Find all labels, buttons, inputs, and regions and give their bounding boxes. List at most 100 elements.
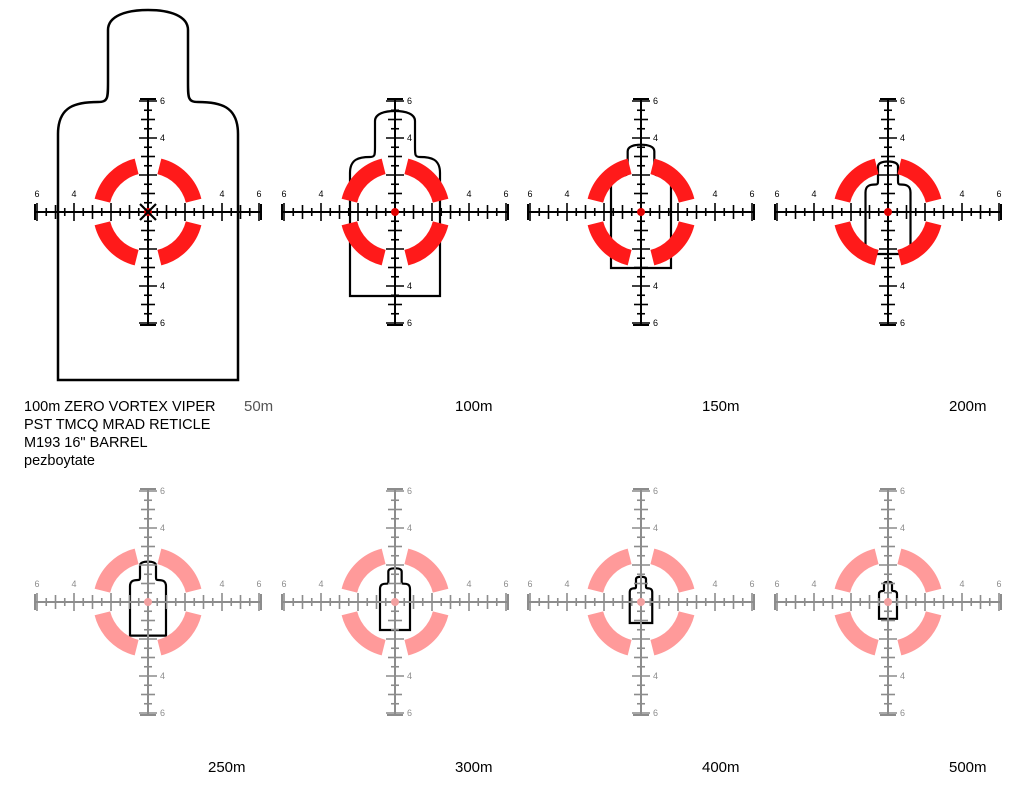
center-dot-100m <box>391 208 399 216</box>
mil-label-50m: 6 <box>160 96 165 106</box>
mil-label-100m: 6 <box>503 189 508 199</box>
ring-segment-500m-3 <box>897 548 942 593</box>
mil-label-200m: 6 <box>900 96 905 106</box>
ring-segment-200m-0 <box>897 221 942 266</box>
mil-label-100m: 4 <box>466 189 471 199</box>
ring-segment-200m-3 <box>897 158 942 203</box>
distance-label-500m: 500m <box>949 759 987 776</box>
ring-segment-300m-0 <box>404 611 449 656</box>
mil-label-250m: 4 <box>219 579 224 589</box>
distance-label-200m: 200m <box>949 398 987 415</box>
targets-layer <box>56 8 912 637</box>
ring-segment-300m-2 <box>341 548 386 593</box>
mil-label-400m: 6 <box>653 486 658 496</box>
ring-segment-150m-0 <box>650 221 695 266</box>
ring-segment-200m-2 <box>834 158 879 203</box>
mil-label-200m: 4 <box>811 189 816 199</box>
center-dot-400m <box>637 598 645 606</box>
mil-label-500m: 4 <box>900 671 905 681</box>
mil-label-300m: 4 <box>466 579 471 589</box>
center-dot-500m <box>884 598 892 606</box>
mil-label-150m: 6 <box>749 189 754 199</box>
mil-label-100m: 4 <box>407 133 412 143</box>
mil-label-50m: 4 <box>160 281 165 291</box>
mil-label-300m: 4 <box>407 523 412 533</box>
mil-label-100m: 6 <box>407 318 412 328</box>
ring-segment-150m-3 <box>650 158 695 203</box>
mil-label-400m: 4 <box>564 579 569 589</box>
ring-segment-50m-2 <box>94 158 139 203</box>
ring-segment-100m-3 <box>404 158 449 203</box>
distance-label-250m: 250m <box>208 759 246 776</box>
mil-label-200m: 4 <box>900 133 905 143</box>
mil-label-50m: 4 <box>71 189 76 199</box>
ring-segment-100m-1 <box>341 221 386 266</box>
mil-label-250m: 6 <box>160 486 165 496</box>
mil-label-300m: 6 <box>503 579 508 589</box>
center-dot-150m <box>637 208 645 216</box>
caption-line-reticle: PST TMCQ MRAD RETICLE <box>24 417 211 433</box>
mil-label-300m: 4 <box>318 579 323 589</box>
ring-segment-300m-3 <box>404 548 449 593</box>
mil-label-100m: 6 <box>407 96 412 106</box>
mil-label-200m: 4 <box>900 281 905 291</box>
mil-label-50m: 6 <box>256 189 261 199</box>
ring-segment-300m-1 <box>341 611 386 656</box>
mil-label-250m: 4 <box>160 671 165 681</box>
ring-segment-100m-0 <box>404 221 449 266</box>
mil-label-50m: 6 <box>34 189 39 199</box>
caption-line-scope: 100m ZERO VORTEX VIPER <box>24 399 216 415</box>
mil-label-200m: 6 <box>996 189 1001 199</box>
mil-label-50m: 4 <box>219 189 224 199</box>
x-mark-50m <box>139 203 157 221</box>
ring-segment-400m-1 <box>587 611 632 656</box>
ring-segment-500m-0 <box>897 611 942 656</box>
mil-label-400m: 6 <box>527 579 532 589</box>
mil-label-300m: 6 <box>407 486 412 496</box>
caption-line-barrel: M193 16" BARREL <box>24 435 148 451</box>
mil-label-150m: 6 <box>653 96 658 106</box>
mil-label-150m: 4 <box>653 133 658 143</box>
distance-label-400m: 400m <box>702 759 740 776</box>
caption-block: 100m ZERO VORTEX VIPER PST TMCQ MRAD RET… <box>24 398 216 470</box>
reticle-200m: 4 4 4 4 6 6 6 6 <box>774 96 1002 328</box>
mil-label-400m: 4 <box>653 523 658 533</box>
mil-label-500m: 6 <box>774 579 779 589</box>
distance-label-300m: 300m <box>455 759 493 776</box>
mil-label-500m: 4 <box>811 579 816 589</box>
ring-segment-150m-1 <box>587 221 632 266</box>
mil-label-300m: 6 <box>407 708 412 718</box>
mil-label-400m: 6 <box>653 708 658 718</box>
center-dot-300m <box>391 598 399 606</box>
mil-label-250m: 4 <box>160 523 165 533</box>
mil-label-150m: 6 <box>653 318 658 328</box>
mil-label-200m: 6 <box>774 189 779 199</box>
ring-segment-50m-0 <box>157 221 202 266</box>
mil-label-200m: 4 <box>959 189 964 199</box>
ring-segment-500m-1 <box>834 611 879 656</box>
mil-label-250m: 6 <box>160 708 165 718</box>
center-dot-200m <box>884 208 892 216</box>
mil-label-400m: 4 <box>712 579 717 589</box>
center-dot-250m <box>144 598 152 606</box>
caption-line-author: pezboytate <box>24 453 95 469</box>
ring-segment-500m-2 <box>834 548 879 593</box>
distance-label-50m: 50m <box>244 398 274 415</box>
mil-label-50m: 6 <box>160 318 165 328</box>
target-silhouette-50m <box>56 8 240 382</box>
ring-segment-150m-2 <box>587 158 632 203</box>
mil-label-500m: 6 <box>900 708 905 718</box>
distance-label-150m: 150m <box>702 398 740 415</box>
ring-segment-400m-0 <box>650 611 695 656</box>
ring-segment-250m-0 <box>157 611 202 656</box>
mil-label-150m: 4 <box>653 281 658 291</box>
mil-label-200m: 6 <box>900 318 905 328</box>
reticles-layer: 4 4 4 4 6 6 6 6 4 4 4 4 6 6 6 6 4 4 4 4 6 6 6 6 4 4 4 4 6 6 6 6 4 4 4 4 6 6 6 6… <box>34 96 1002 718</box>
